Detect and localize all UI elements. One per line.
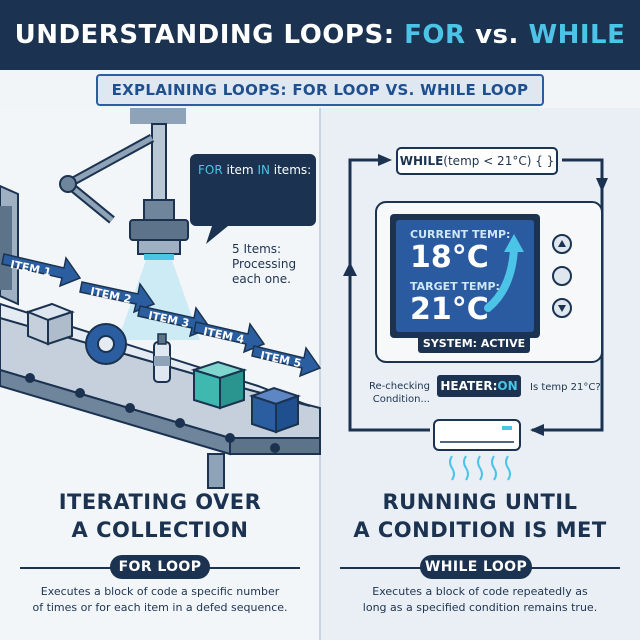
item-arrows [1,253,322,378]
panel-divider [319,108,321,640]
page-title: UNDERSTANDING LOOPS: FOR vs. WHILE [14,20,626,50]
for-loop-description: Executes a block of code a specific numb… [32,585,288,614]
for-loop-badge: FOR LOOP [110,555,210,579]
robot-arm-icon [59,108,200,340]
system-status-badge: SYSTEM: ACTIVE [418,333,530,353]
belt-items [25,302,302,434]
thermostat-icon [375,201,603,363]
items-note: 5 Items: Processing each one. [232,242,297,286]
while-condition-box: WHILE (temp < 21°C) { } [396,147,558,175]
while-loop-heading: RUNNING UNTIL A CONDITION IS MET [353,490,607,542]
recheck-note: Re-checking Condition... [368,381,430,405]
for-code-text: FOR item IN items: [198,163,312,177]
subtitle-banner: EXPLAINING LOOPS: FOR LOOP VS. WHILE LOO… [96,74,544,106]
target-temp-label: TARGET TEMP: [410,280,500,293]
scanner-machine-icon [0,184,19,306]
illustration-layer [0,108,608,489]
heater-unit-icon [433,419,521,481]
while-loop-description: Executes a block of code repeatedly as l… [362,585,598,614]
header-banner: UNDERSTANDING LOOPS: FOR vs. WHILE [0,0,640,70]
target-temp-value: 21°C [410,292,489,327]
subtitle-text: EXPLAINING LOOPS: FOR LOOP VS. WHILE LOO… [111,81,529,99]
for-code-bubble: FOR item IN items: [190,154,316,226]
while-loop-badge: WHILE LOOP [420,555,532,579]
while-loop-panel [320,108,640,640]
current-temp-value: 18°C [410,240,489,275]
for-loop-heading: ITERATING OVER A COLLECTION [58,490,262,542]
condition-question: Is temp 21°C? [530,382,601,393]
current-temp-label: CURRENT TEMP: [410,228,511,241]
heater-status-badge: HEATER: ON [437,375,521,397]
bubble-pointer [206,226,228,244]
